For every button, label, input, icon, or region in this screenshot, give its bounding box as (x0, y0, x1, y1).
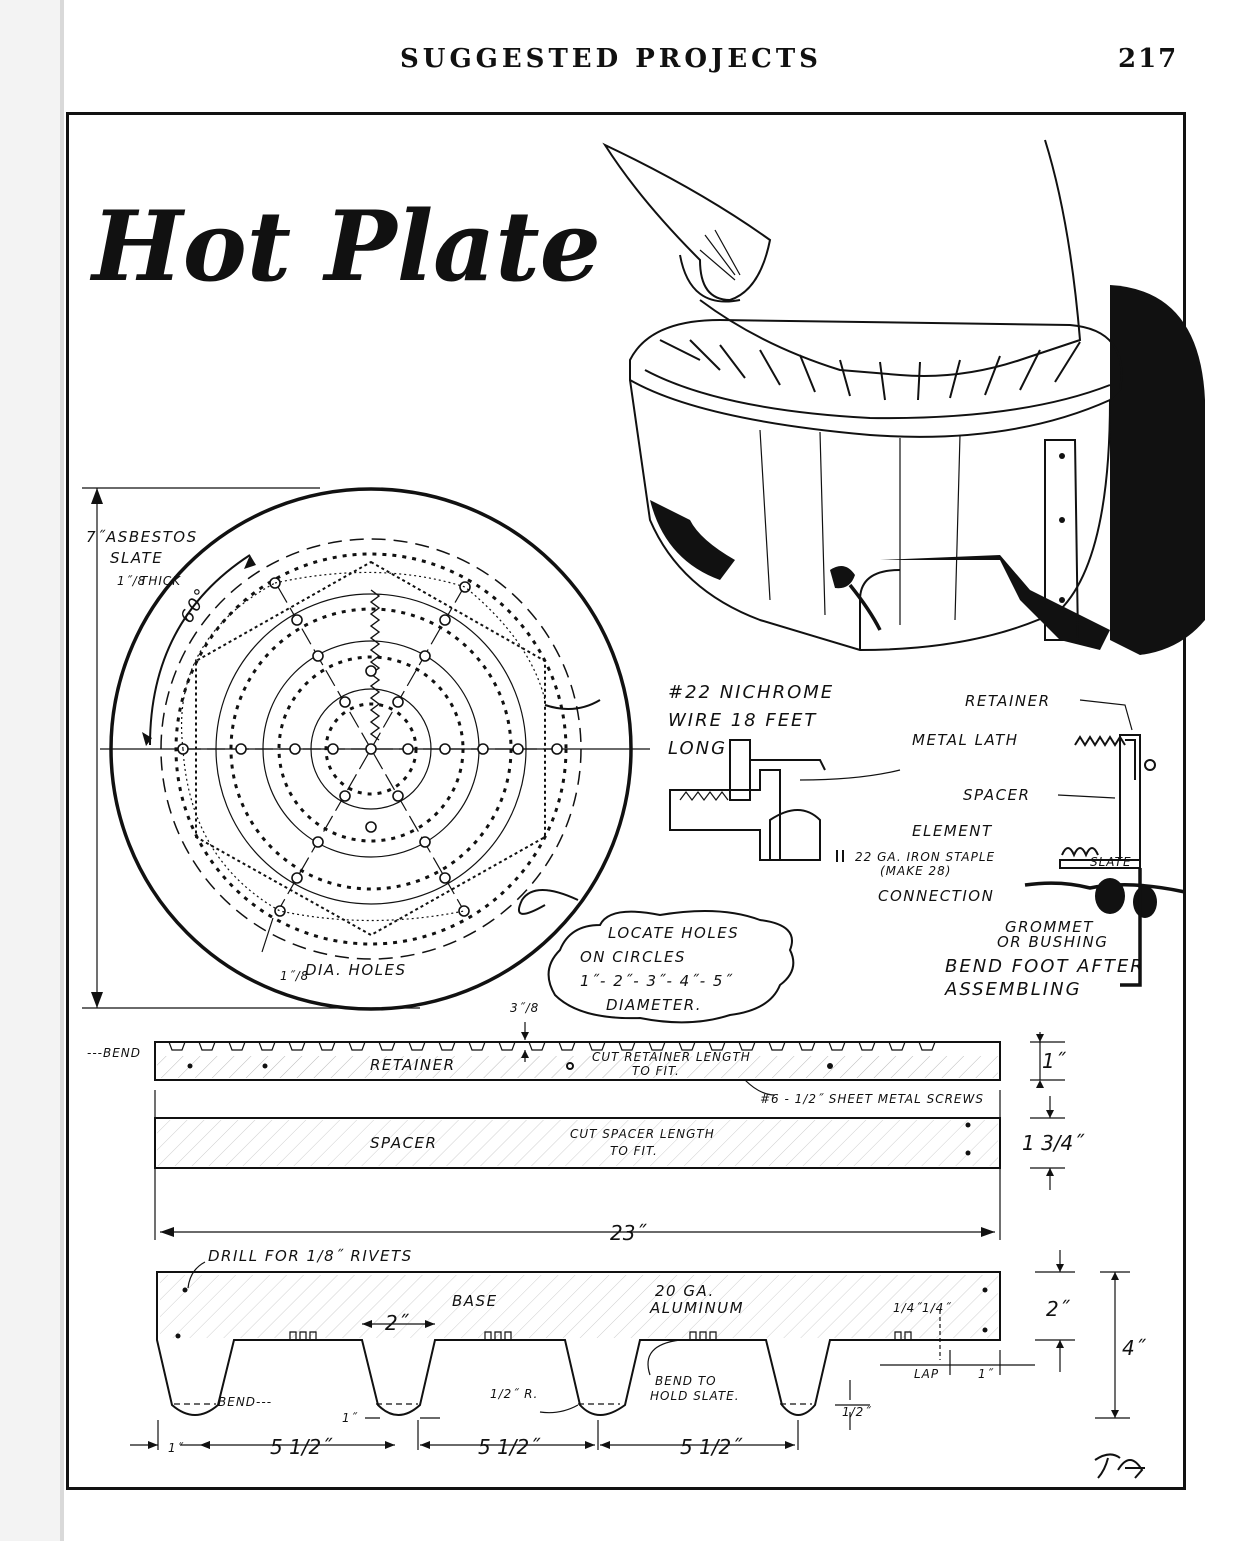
plate-frame (66, 112, 1186, 1490)
staple-line-1: 22 GA. IRON STAPLE (855, 850, 995, 864)
bend-hold-2: HOLD SLATE. (650, 1389, 740, 1403)
spacing-1: 5 1/2˝ (270, 1435, 333, 1459)
drill-note: DRILL FOR 1/8˝ RIVETS (208, 1247, 413, 1265)
page-gutter (0, 0, 64, 1541)
locate-line-3: 1˝- 2˝- 3˝- 4˝- 5˝ (580, 972, 733, 990)
screws-label: #6 - 1/2˝ SHEET METAL SCREWS (760, 1092, 984, 1106)
spacer-cut-line-1: CUT SPACER LENGTH (570, 1127, 715, 1141)
locate-callout (547, 910, 795, 1024)
lap-label: LAP (914, 1367, 939, 1381)
edge-dimension: 1˝ (168, 1441, 184, 1455)
locate-line-4: DIAMETER. (606, 996, 702, 1014)
slate-label-1: 7˝ASBESTOS (86, 528, 198, 546)
half-dimension: 1/2˝ (842, 1405, 871, 1419)
quarter-dimension-2: 1/4˝ (922, 1301, 951, 1315)
plate-title: Hot Plate (89, 190, 601, 303)
total-height-dimension: 4˝ (1122, 1336, 1147, 1360)
running-head: SUGGESTED PROJECTS 217 (0, 44, 1243, 84)
slate-label-3: THICK (140, 574, 181, 588)
overall-length: 23˝ (610, 1221, 647, 1245)
locate-line-2: ON CIRCLES (580, 948, 686, 966)
element-detail-sketch (669, 739, 901, 861)
section-connection: CONNECTION (878, 887, 994, 905)
holes-fraction: 1˝/8 (280, 969, 309, 983)
retainer-cut-line-2: TO FIT. (632, 1064, 680, 1078)
binding-shadow (60, 0, 64, 1541)
spacer-cut-line-2: TO FIT. (610, 1144, 658, 1158)
nichrome-line-2: WIRE 18 FEET (668, 710, 817, 731)
spacer-strip (154, 1090, 1065, 1240)
retainer-strip (154, 1022, 1065, 1096)
grommet-line-1: GROMMET (1005, 918, 1094, 936)
base-bend: BEND--- (218, 1395, 272, 1409)
bend-foot-line-2: ASSEMBLING (944, 979, 1082, 1000)
cross-section-detail (836, 734, 1186, 987)
running-title: SUGGESTED PROJECTS (400, 44, 822, 74)
radius-label: 1/2˝ R. (490, 1387, 538, 1401)
base-material-2: ALUMINUM (649, 1299, 744, 1317)
section-metal-lath: METAL LATH (912, 731, 1019, 749)
staple-line-2: (MAKE 28) (880, 864, 951, 878)
retainer-cut-line-1: CUT RETAINER LENGTH (592, 1050, 751, 1064)
slate-label-2: SLATE (110, 549, 163, 567)
holes-label: DIA. HOLES (305, 961, 407, 979)
retainer-bend: ---BEND (87, 1046, 141, 1060)
bend-hold-1: BEND TO (655, 1374, 717, 1388)
tab-width-dimension: 2˝ (385, 1311, 410, 1335)
nichrome-line-1: #22 NICHROME (668, 682, 834, 703)
section-slate: SLATE (1090, 855, 1132, 869)
section-element: ELEMENT (912, 822, 993, 840)
spacer-label: SPACER (370, 1134, 437, 1152)
retainer-height: 1˝ (1042, 1049, 1067, 1073)
spacing-3: 5 1/2˝ (680, 1435, 743, 1459)
locate-line-1: LOCATE HOLES (608, 924, 739, 942)
artist-monogram (1094, 1453, 1145, 1479)
retainer-label: RETAINER (370, 1056, 456, 1074)
spacer-height: 1 3/4˝ (1022, 1131, 1085, 1155)
spacing-2: 5 1/2˝ (478, 1435, 541, 1459)
hot-plate-illustration (602, 139, 1205, 655)
upper-height-dimension: 2˝ (1046, 1297, 1071, 1321)
base-part (130, 1250, 1130, 1450)
grommet-line-2: OR BUSHING (997, 933, 1108, 951)
nichrome-line-3: LONG (668, 738, 727, 759)
retainer-notch: 3˝/8 (510, 1001, 539, 1015)
base-material-1: 20 GA. (655, 1282, 715, 1300)
section-retainer: RETAINER (965, 692, 1051, 710)
foot-width: 1˝ (342, 1411, 358, 1425)
quarter-dimension-1: 1/4˝ (893, 1301, 922, 1315)
section-spacer: SPACER (963, 786, 1030, 804)
lap-width: 1˝ (978, 1367, 994, 1381)
page-number: 217 (1118, 44, 1179, 74)
base-label: BASE (452, 1292, 498, 1310)
slate-fraction: 1˝/8 (117, 574, 146, 588)
bend-foot-line-1: BEND FOOT AFTER (945, 956, 1145, 977)
slate-disc (82, 487, 650, 1011)
